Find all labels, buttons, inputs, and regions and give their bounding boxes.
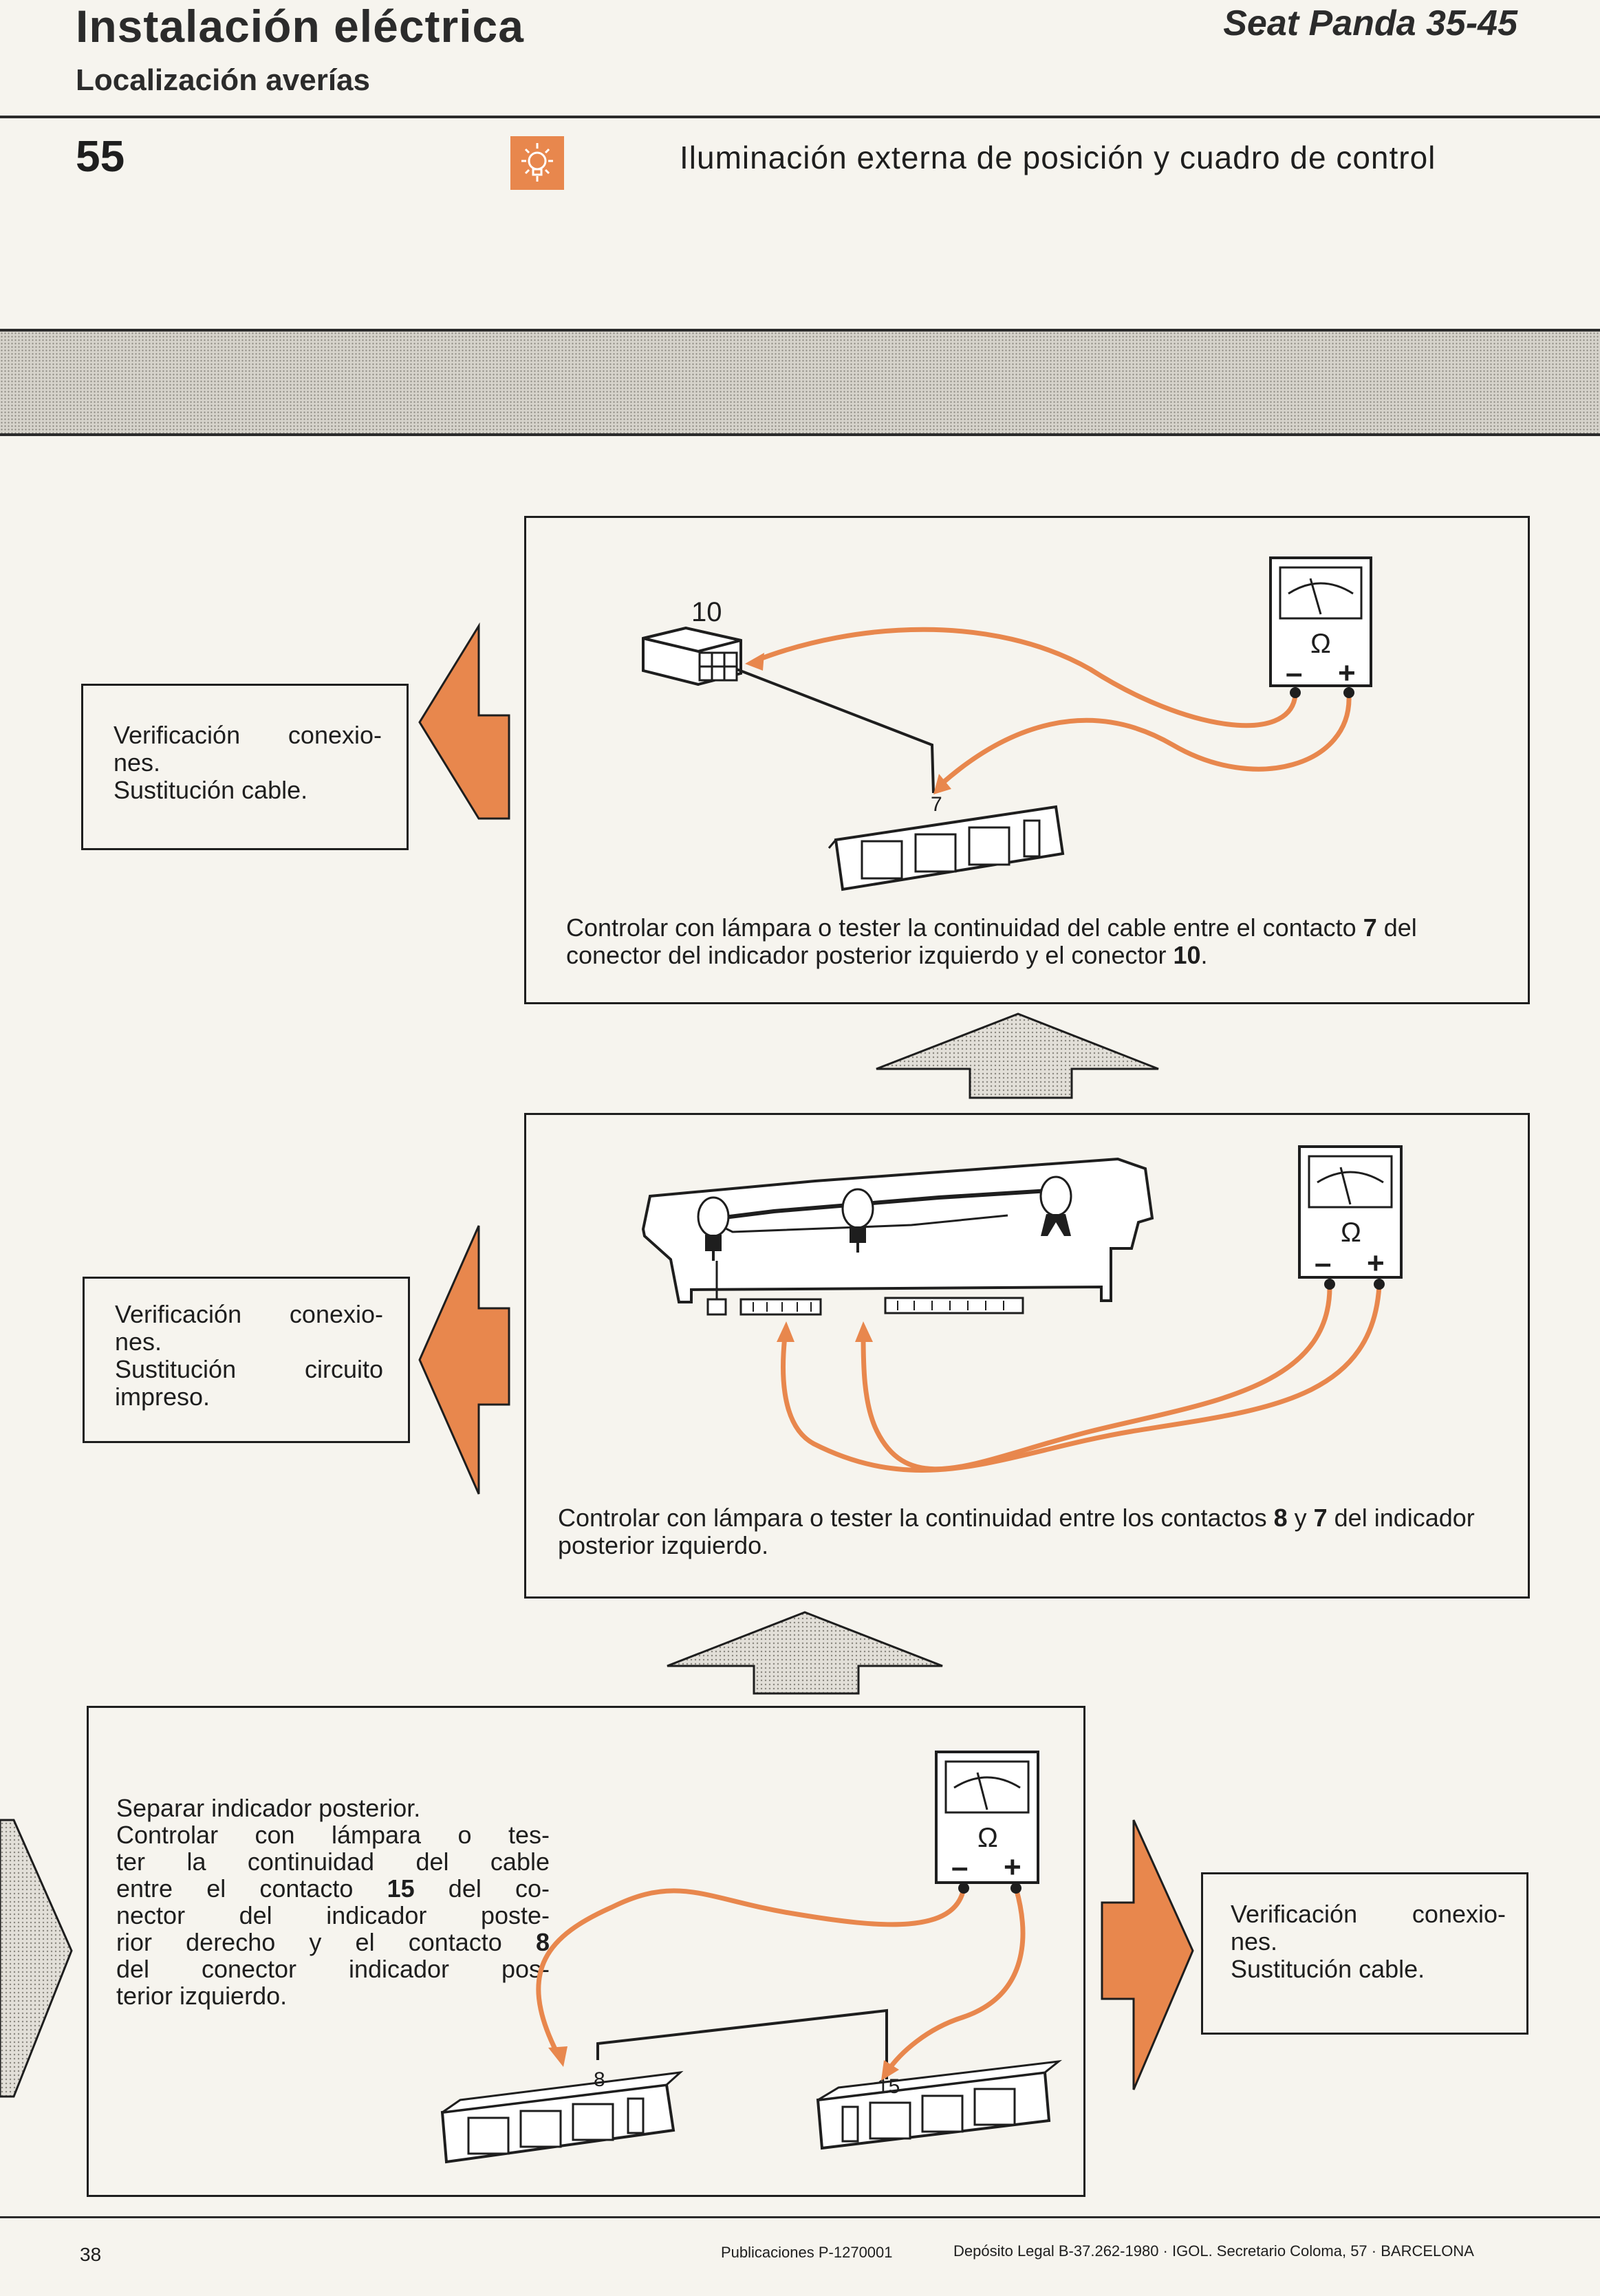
- contact-number: 7: [1313, 1504, 1328, 1532]
- note-line: nes.: [113, 748, 161, 777]
- arrow-right-3: [1101, 1819, 1194, 2090]
- dotted-band: [0, 329, 1600, 436]
- arrow-up-2: [667, 1611, 943, 1695]
- contact-label-right: 15: [877, 2075, 900, 2098]
- connector-10: [642, 626, 742, 686]
- diagram-2: Ω – +: [641, 1145, 1403, 1473]
- note-line: Verificación conexio-: [1231, 1900, 1506, 1928]
- connector-label: 10: [691, 597, 722, 627]
- arrow-right-in: [0, 1819, 73, 2098]
- legal-deposit: Depósito Legal B-37.262-1980 · IGOL. Sec…: [953, 2242, 1474, 2260]
- contact-number: 8: [535, 1928, 550, 1956]
- contact-label-left: 8: [594, 2068, 605, 2091]
- instruction-text: Controlar con lámpara o tester la contin…: [558, 1504, 1274, 1532]
- instruction-text: .: [1200, 941, 1208, 969]
- minus-symbol: –: [951, 1850, 968, 1884]
- ohmmeter: [935, 1751, 1039, 1894]
- instruction-text: del indicador posterior izquierdo.: [558, 1504, 1475, 1559]
- footer-rule: [0, 2216, 1600, 2218]
- instruction-line: terior izquierdo.: [116, 1982, 288, 2010]
- note-line: Sustitución cable.: [113, 776, 308, 804]
- note-line: nes.: [115, 1328, 162, 1356]
- contact-number: 15: [387, 1874, 415, 1903]
- note-line: nes.: [1231, 1927, 1278, 1956]
- instruction-3: Separar indicador posterior. Controlar c…: [116, 1795, 550, 2009]
- instruction-line: nector del indicador poste-: [116, 1901, 550, 1929]
- printed-circuit: [641, 1157, 1154, 1316]
- rear-indicator-left: [440, 2070, 684, 2164]
- page-number: 38: [80, 2244, 102, 2265]
- diagram-1: 10 7 Ω – +: [642, 556, 1372, 891]
- minus-symbol: –: [1315, 1246, 1331, 1280]
- section-title: Iluminación externa de posición y cuadro…: [680, 140, 1436, 175]
- instruction-line: Separar indicador posterior.: [116, 1794, 421, 1822]
- note-line: impreso.: [115, 1383, 210, 1411]
- instruction-2: Controlar con lámpara o tester la contin…: [558, 1504, 1498, 1559]
- action-note-1: Verificación conexio- nes. Sustitución c…: [81, 684, 409, 850]
- instruction-text: entre el contacto: [116, 1874, 387, 1903]
- step-panel-2: Ω – + Controlar con lámpara o tester la …: [524, 1113, 1530, 1599]
- note-line: Sustitución cable.: [1231, 1955, 1425, 1983]
- plus-symbol: +: [1367, 1246, 1385, 1280]
- publication-code: Publicaciones P-1270001: [721, 2244, 893, 2261]
- arrow-up-1: [876, 1012, 1159, 1099]
- omega-symbol: Ω: [1341, 1217, 1361, 1248]
- contact-label: 7: [931, 793, 942, 816]
- arrow-left-2: [418, 1225, 510, 1495]
- contact-number: 7: [1363, 913, 1377, 942]
- instruction-line: del conector indicador pos-: [116, 1955, 550, 1983]
- section-number: 55: [76, 131, 125, 181]
- note-line: Verificación conexio-: [115, 1300, 383, 1328]
- instruction-text: Controlar con lámpara o tester la contin…: [566, 913, 1363, 942]
- minus-symbol: –: [1286, 656, 1302, 690]
- instruction-text: rior derecho y el contacto: [116, 1928, 536, 1956]
- instruction-line: Controlar con lámpara o tes-: [116, 1821, 550, 1849]
- vehicle-model: Seat Panda 35-45: [1223, 3, 1517, 43]
- action-note-2: Verificación conexio- nes. Sustitución c…: [83, 1277, 410, 1443]
- header-rule: [0, 116, 1600, 118]
- instruction-line: ter la continuidad del cable: [116, 1848, 550, 1876]
- omega-symbol: Ω: [1310, 629, 1331, 659]
- note-line: Sustitución circuito: [115, 1355, 383, 1383]
- instruction-text: del conector del indicador posterior izq…: [566, 913, 1417, 969]
- ohmmeter: [1269, 556, 1372, 698]
- note-line: Verificación conexio-: [113, 721, 382, 749]
- instruction-text: y: [1287, 1504, 1314, 1532]
- connector-number: 10: [1173, 941, 1201, 969]
- action-note-3: Verificación conexio- nes. Sustitución c…: [1201, 1872, 1528, 2035]
- page-subtitle: Localización averías: [76, 63, 370, 97]
- plus-symbol: +: [1338, 656, 1356, 690]
- instruction-1: Controlar con lámpara o tester la contin…: [566, 914, 1502, 969]
- rear-indicator-right: [816, 2059, 1063, 2150]
- arrow-left-1: [418, 622, 510, 820]
- step-panel-3: Separar indicador posterior. Controlar c…: [87, 1706, 1085, 2197]
- omega-symbol: Ω: [977, 1823, 998, 1853]
- lamp-icon: [510, 136, 564, 190]
- rear-indicator: [828, 805, 1065, 891]
- step-panel-1: 10 7 Ω – + Controlar con: [524, 516, 1530, 1004]
- contact-number: 8: [1273, 1504, 1288, 1532]
- page-title: Instalación eléctrica: [76, 1, 524, 52]
- ohmmeter: [1298, 1145, 1403, 1290]
- diagram-3: 8 15 Ω – +: [440, 1751, 1063, 2164]
- instruction-text: del co-: [414, 1874, 550, 1903]
- plus-symbol: +: [1004, 1850, 1021, 1884]
